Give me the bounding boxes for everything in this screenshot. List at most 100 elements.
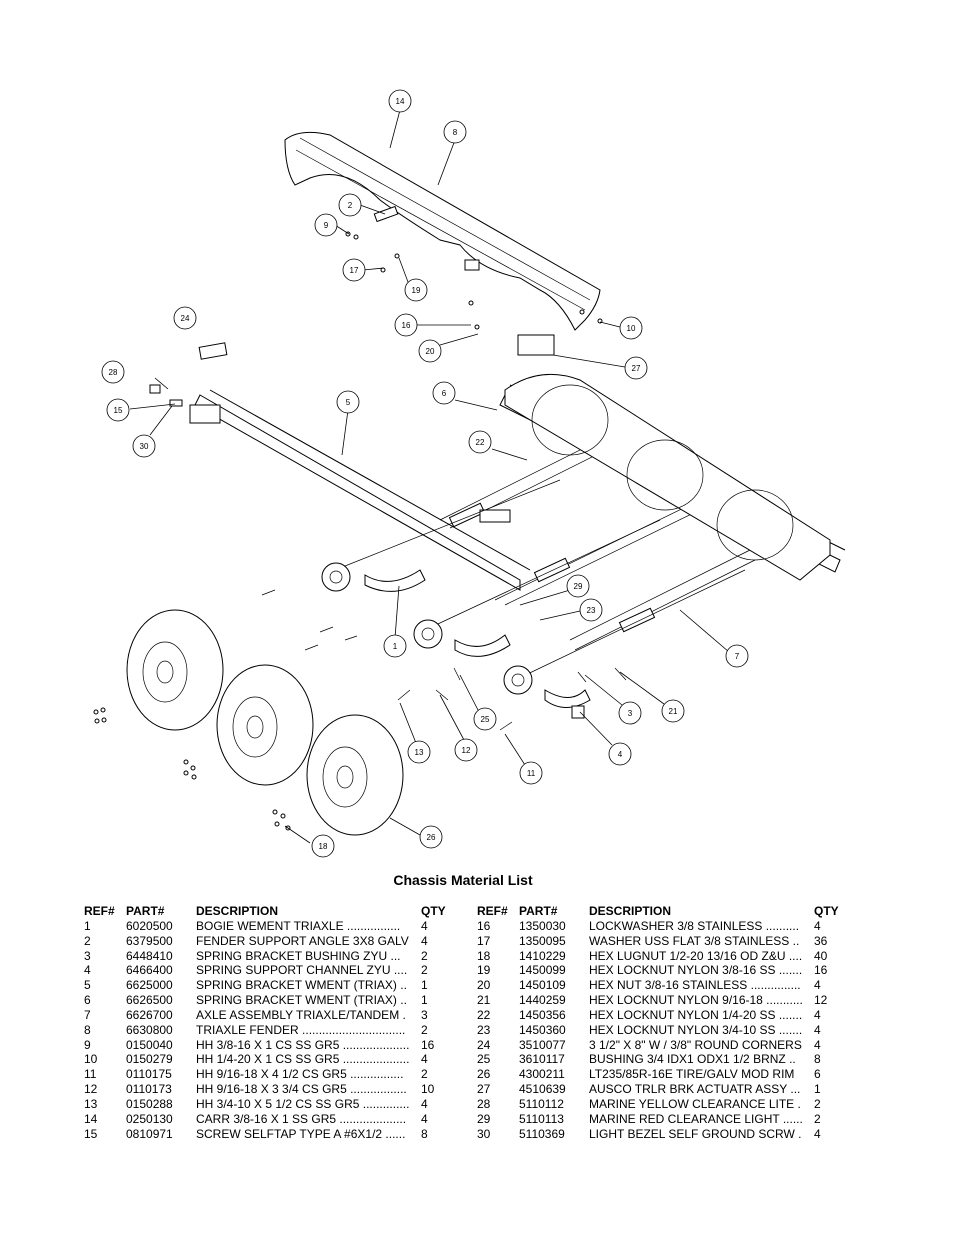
material-list-title: Chassis Material List xyxy=(393,872,533,888)
callout-30: 30 xyxy=(132,434,156,458)
callout-1: 1 xyxy=(383,634,407,658)
callout-9: 9 xyxy=(314,213,338,237)
callout-21: 21 xyxy=(661,699,685,723)
callout-20: 20 xyxy=(418,339,442,363)
svg-text:7: 7 xyxy=(735,652,740,661)
ref-cell: 23 xyxy=(477,1022,491,1037)
description-cell: LIGHT BEZEL SELF GROUND SCRW . xyxy=(589,1126,802,1141)
ref-cell: 22 xyxy=(477,1007,491,1022)
callout-17: 17 xyxy=(342,258,366,282)
part-number-cell: 5110369 xyxy=(519,1126,565,1141)
svg-text:22: 22 xyxy=(476,438,485,447)
rear-fender-drawing xyxy=(504,373,831,581)
part-number-cell: 1350095 xyxy=(519,933,566,948)
part-number-cell: 4510639 xyxy=(519,1082,566,1097)
ref-cell: 3 xyxy=(84,948,91,963)
callout-16: 16 xyxy=(394,313,418,337)
svg-text:8: 8 xyxy=(453,128,458,137)
part-number-cell: 0110173 xyxy=(126,1082,172,1097)
part-number-cell: 0110175 xyxy=(126,1067,172,1082)
callout-8: 8 xyxy=(443,120,467,144)
ref-cell: 20 xyxy=(477,978,491,993)
svg-text:4: 4 xyxy=(618,750,623,759)
description-cell: BOGIE WEMENT TRIAXLE ................ xyxy=(196,918,401,933)
svg-text:10: 10 xyxy=(627,324,636,333)
qty-cell: 8 xyxy=(421,1126,428,1141)
callout-4: 4 xyxy=(608,742,632,766)
description-cell: SPRING BRACKET WMENT (TRIAX) .. xyxy=(196,993,407,1008)
svg-text:25: 25 xyxy=(481,715,490,724)
ref-cell: 26 xyxy=(477,1067,491,1082)
ref-cell: 13 xyxy=(84,1096,98,1111)
svg-text:21: 21 xyxy=(669,707,678,716)
description-cell: LT235/85R-16E TIRE/GALV MOD RIM xyxy=(589,1067,795,1082)
svg-text:1: 1 xyxy=(393,642,398,651)
ref-cell: 2 xyxy=(84,933,91,948)
ref-cell: 8 xyxy=(84,1022,91,1037)
svg-text:28: 28 xyxy=(109,368,118,377)
callout-leaders xyxy=(129,109,730,844)
callout-27: 27 xyxy=(624,356,648,380)
description-cell: 3 1/2" X 8" W / 3/8" ROUND CORNERS xyxy=(589,1037,802,1052)
description-cell: AXLE ASSEMBLY TRIAXLE/TANDEM . xyxy=(196,1007,406,1022)
qty-cell: 12 xyxy=(814,993,828,1008)
description-cell: MARINE RED CLEARANCE LIGHT ...... xyxy=(589,1111,803,1126)
ref-cell: 1 xyxy=(84,918,91,933)
qty-cell: 4 xyxy=(814,978,821,993)
qty-cell: 4 xyxy=(421,1052,428,1067)
description-cell: LOCKWASHER 3/8 STAINLESS .......... xyxy=(589,918,800,933)
svg-text:20: 20 xyxy=(426,347,435,356)
description-cell: HH 1/4-20 X 1 CS SS GR5 ................… xyxy=(196,1052,410,1067)
qty-cell: 1 xyxy=(421,978,428,993)
axles-drawing xyxy=(321,479,746,708)
svg-text:12: 12 xyxy=(462,746,471,755)
header-qty: QTY xyxy=(814,904,839,918)
svg-text:9: 9 xyxy=(324,221,329,230)
qty-cell: 6 xyxy=(814,1067,821,1082)
svg-text:18: 18 xyxy=(319,842,328,851)
ref-cell: 24 xyxy=(477,1037,491,1052)
part-number-cell: 3510077 xyxy=(519,1037,566,1052)
qty-cell: 2 xyxy=(421,1022,428,1037)
callout-28: 28 xyxy=(101,360,125,384)
material-row: 24 3510077 3 1/2" X 8" W / 3/8" ROUND CORN… xyxy=(477,1038,857,1053)
svg-text:15: 15 xyxy=(114,406,123,415)
callout-bubbles: 14 8 2 9 17 19 16 20 10 27 24 28 15 30 5… xyxy=(101,89,749,858)
callout-2: 2 xyxy=(338,193,362,217)
header-part: PART# xyxy=(126,904,165,918)
qty-cell: 4 xyxy=(421,933,428,948)
part-number-cell: 6020500 xyxy=(126,918,173,933)
callout-5: 5 xyxy=(336,390,360,414)
description-cell: HEX NUT 3/8-16 STAINLESS ............... xyxy=(589,978,801,993)
part-number-cell: 5110112 xyxy=(519,1096,564,1111)
qty-cell: 8 xyxy=(814,1052,821,1067)
part-number-cell: 3610117 xyxy=(519,1052,565,1067)
ref-cell: 14 xyxy=(84,1111,98,1126)
part-number-cell: 6379500 xyxy=(126,933,173,948)
qty-cell: 4 xyxy=(814,1007,821,1022)
svg-text:23: 23 xyxy=(587,606,596,615)
part-number-cell: 6466400 xyxy=(126,963,173,978)
qty-cell: 4 xyxy=(814,1037,821,1052)
left-rows: 1 6020500 BOGIE WEMENT TRIAXLE ...........… xyxy=(84,919,464,1142)
ref-cell: 29 xyxy=(477,1111,491,1126)
part-number-cell: 1350030 xyxy=(519,918,566,933)
ref-cell: 5 xyxy=(84,978,91,993)
tires-drawing xyxy=(126,609,404,836)
header-qty: QTY xyxy=(421,904,446,918)
ref-cell: 17 xyxy=(477,933,491,948)
callout-10: 10 xyxy=(619,316,643,340)
exploded-chassis-diagram: 14 8 2 9 17 19 16 20 10 27 24 28 15 30 5… xyxy=(80,80,880,870)
